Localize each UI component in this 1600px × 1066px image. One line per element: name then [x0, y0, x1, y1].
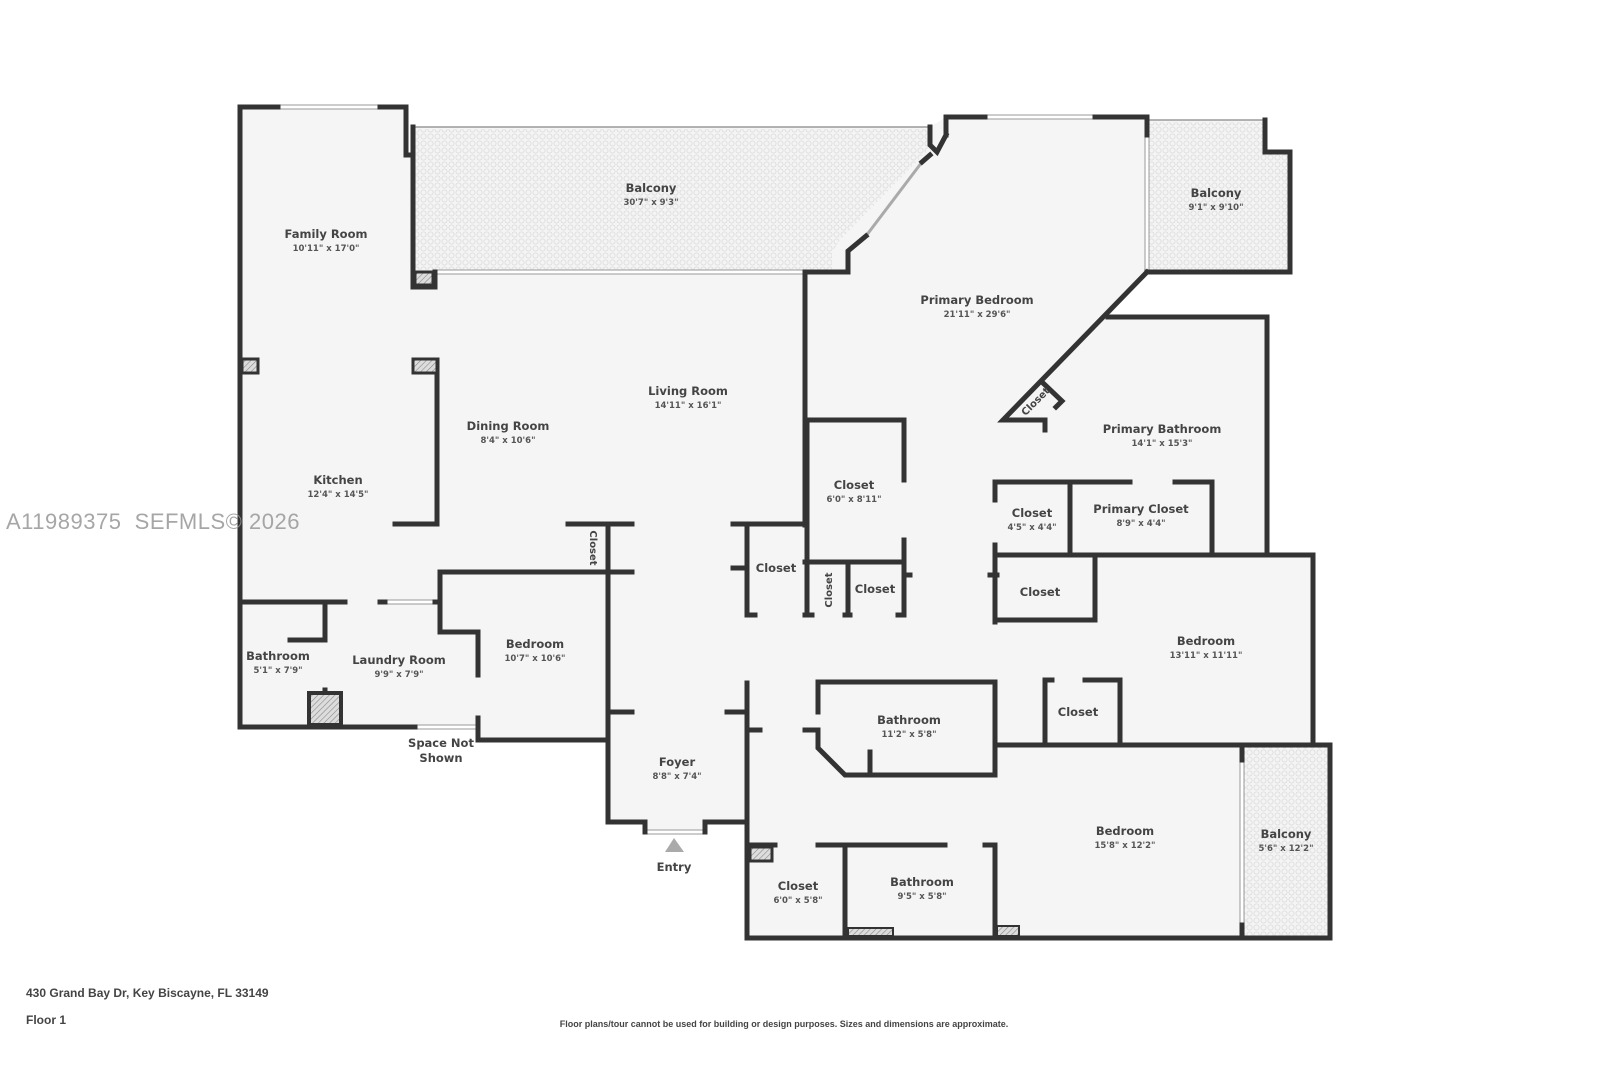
room-name: Closet — [1058, 705, 1099, 719]
room-name: Closet — [778, 879, 819, 893]
room-name: Closet — [855, 582, 896, 596]
entry-label: Entry — [657, 860, 692, 874]
room-name: Dining Room — [467, 419, 550, 433]
room-dims: 12'4" x 14'5" — [308, 490, 369, 500]
room-dims: 9'1" x 9'10" — [1188, 203, 1243, 213]
room-name: Bathroom — [246, 649, 310, 663]
room-name: Shown — [419, 751, 462, 765]
room-name: Kitchen — [313, 473, 362, 487]
room-name: Bedroom — [1096, 824, 1154, 838]
room-name: Foyer — [659, 755, 696, 769]
room-name: Laundry Room — [352, 653, 446, 667]
room-dims: 11'2" x 5'8" — [881, 730, 936, 740]
room-name: Closet — [834, 478, 875, 492]
address: 430 Grand Bay Dr, Key Biscayne, FL 33149 — [26, 986, 269, 1000]
room-dims: 14'11" x 16'1" — [655, 401, 722, 411]
room-dims: 4'5" x 4'4" — [1007, 523, 1056, 533]
room-name: Closet — [756, 561, 797, 575]
room-dims: 8'8" x 7'4" — [652, 772, 701, 782]
room-dims: 9'9" x 7'9" — [374, 670, 423, 680]
watermark: A11989375 SEFMLS© 2026 — [6, 509, 300, 534]
room-name: Closet — [1012, 506, 1053, 520]
room-dims: 9'5" x 5'8" — [897, 892, 946, 902]
floor-label: Floor 1 — [26, 1013, 67, 1027]
room-dims: 5'1" x 7'9" — [253, 666, 302, 676]
room-name: Bathroom — [890, 875, 954, 889]
room-dims: 21'11" x 29'6" — [944, 310, 1011, 320]
room-name: Closet — [587, 530, 598, 565]
room-name: Bedroom — [506, 637, 564, 651]
room-name: Family Room — [285, 227, 368, 241]
room-name: Bedroom — [1177, 634, 1235, 648]
room-name: Balcony — [626, 181, 677, 195]
room-dims: 15'8" x 12'2" — [1095, 841, 1156, 851]
room-dims: 30'7" x 9'3" — [623, 198, 678, 208]
room-name: Primary Bedroom — [920, 293, 1033, 307]
room-dims: 10'7" x 10'6" — [505, 654, 566, 664]
room-name: Closet — [824, 572, 835, 607]
room-name: Primary Bathroom — [1103, 422, 1222, 436]
room-dims: 6'0" x 8'11" — [826, 495, 881, 505]
room-dims: 10'11" x 17'0" — [293, 244, 360, 254]
room-dims: 5'6" x 12'2" — [1258, 844, 1313, 854]
disclaimer: Floor plans/tour cannot be used for buil… — [559, 1019, 1009, 1029]
structural-columns — [240, 270, 1020, 937]
room-dims: 13'11" x 11'11" — [1170, 651, 1243, 661]
entry-arrow-icon — [665, 838, 684, 852]
room-name: Bathroom — [877, 713, 941, 727]
balcony-bedroom — [1244, 747, 1328, 936]
room-name: Balcony — [1191, 186, 1242, 200]
balcony-primary — [1149, 122, 1288, 270]
room-name: Balcony — [1261, 827, 1312, 841]
room-dims: 14'1" x 15'3" — [1132, 439, 1193, 449]
room-name: Primary Closet — [1093, 502, 1189, 516]
room-dims: 8'9" x 4'4" — [1116, 519, 1165, 529]
room-dims: 8'4" x 10'6" — [480, 436, 535, 446]
room-name: Space Not — [408, 736, 474, 750]
room-dims: 6'0" x 5'8" — [773, 896, 822, 906]
room-name: Closet — [1020, 585, 1061, 599]
room-name: Living Room — [648, 384, 728, 398]
balcony-main — [415, 129, 928, 270]
